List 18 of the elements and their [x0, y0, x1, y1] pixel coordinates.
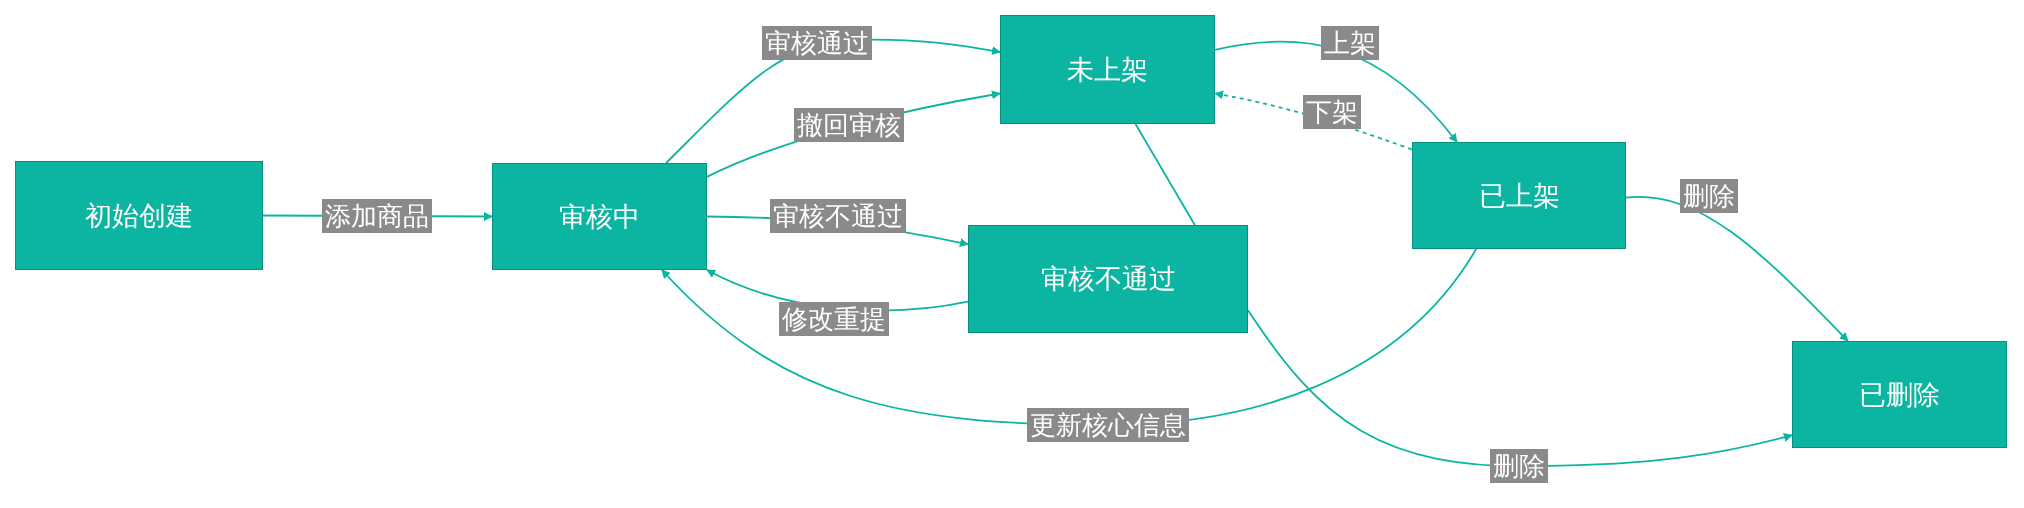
edge-label: 修改重提	[779, 302, 889, 336]
edge-label: 下架	[1303, 95, 1361, 129]
edge-label: 删除	[1680, 179, 1738, 213]
state-box: 已删除	[1792, 341, 2007, 448]
state-box: 审核不通过	[968, 225, 1248, 333]
edge-label: 撤回审核	[794, 108, 904, 142]
edge-label: 更新核心信息	[1027, 408, 1189, 442]
edge-label: 添加商品	[322, 199, 432, 233]
state-box: 已上架	[1412, 142, 1626, 249]
edge-label: 审核通过	[762, 26, 872, 60]
arrow	[1625, 196, 1849, 342]
state-box: 未上架	[1000, 15, 1215, 124]
edge-label: 审核不通过	[770, 199, 906, 233]
edge-label: 删除	[1490, 449, 1548, 483]
state-box: 审核中	[492, 163, 707, 270]
arrow	[1247, 309, 1793, 467]
state-box: 初始创建	[15, 161, 263, 270]
edge-label: 上架	[1321, 26, 1379, 60]
